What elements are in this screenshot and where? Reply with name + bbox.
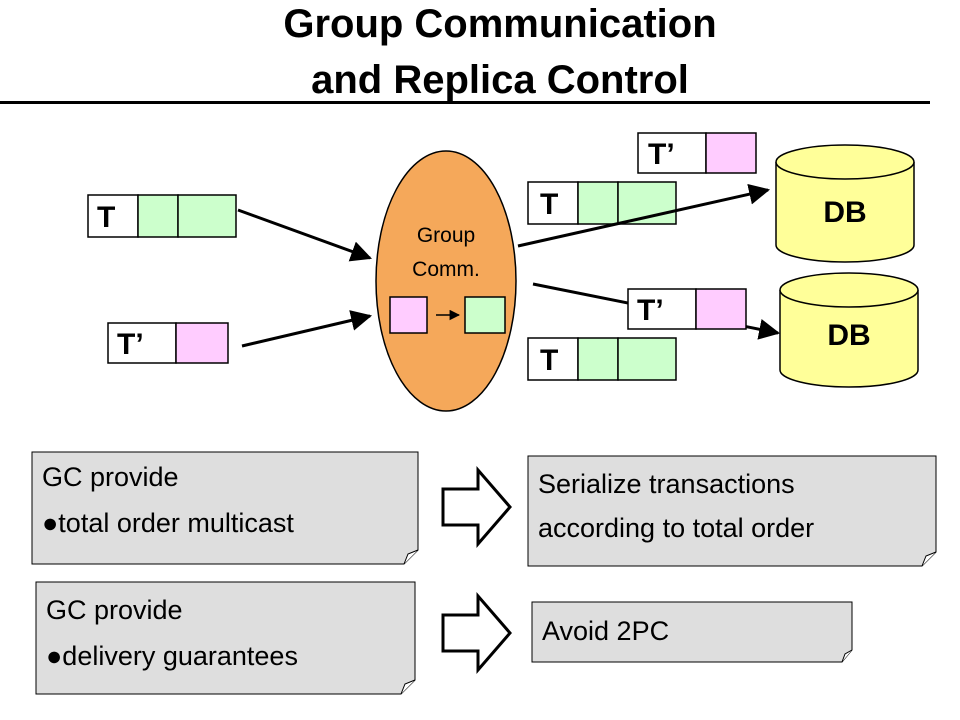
- queue-tprime-incoming: [107, 322, 229, 364]
- note-3-line-1: GC provide: [46, 595, 183, 625]
- note-3-shape: [35, 581, 416, 695]
- queue-tprime-out-bottom: [627, 288, 747, 330]
- label-tprime-out-top: T’: [648, 138, 675, 171]
- note-3-line-2: ●delivery guarantees: [46, 641, 298, 671]
- db-cylinder-bottom: [779, 272, 919, 388]
- queue-tprime-out-top: [637, 132, 757, 174]
- arrow-tprime-to-gc: [241, 310, 373, 348]
- note-1-shape: [31, 451, 419, 565]
- title-line-2: and Replica Control: [311, 58, 689, 102]
- db-cylinder-top: [775, 144, 915, 263]
- implies-arrow-2: [441, 591, 512, 675]
- group-comm-node: [375, 150, 517, 412]
- note-4-line-1: Avoid 2PC: [542, 616, 670, 646]
- label-t-out-top: T: [540, 188, 559, 221]
- implies-arrow-1: [441, 465, 512, 549]
- queue-t-incoming: [87, 194, 237, 238]
- queue-t-out-bottom: [527, 337, 677, 381]
- note-2-shape: [527, 455, 937, 567]
- note-2-line-1: Serialize transactions: [538, 469, 795, 499]
- note-1-line-1: GC provide: [42, 462, 179, 492]
- arrow-gc-to-db-top: [517, 183, 771, 248]
- note-2-line-2: according to total order: [538, 513, 815, 543]
- title-underline: [0, 101, 930, 104]
- title-line-1: Group Communication: [283, 2, 717, 46]
- db-bottom-label: DB: [827, 319, 871, 352]
- label-tprime-incoming: T’: [117, 328, 144, 361]
- label-tprime-out-bottom: T’: [637, 294, 664, 327]
- arrow-t-to-gc: [237, 208, 372, 262]
- note-1-line-2: ●total order multicast: [42, 508, 294, 538]
- label-t-incoming: T: [97, 201, 116, 234]
- gc-pink-slot: [389, 296, 428, 334]
- db-top-label: DB: [823, 196, 867, 229]
- gc-green-slot: [464, 296, 506, 334]
- group-comm-label-line-2: Comm.: [412, 258, 480, 281]
- group-comm-label-line-1: Group: [416, 224, 476, 247]
- note-4-shape: [531, 601, 853, 663]
- label-t-out-bottom: T: [540, 344, 559, 377]
